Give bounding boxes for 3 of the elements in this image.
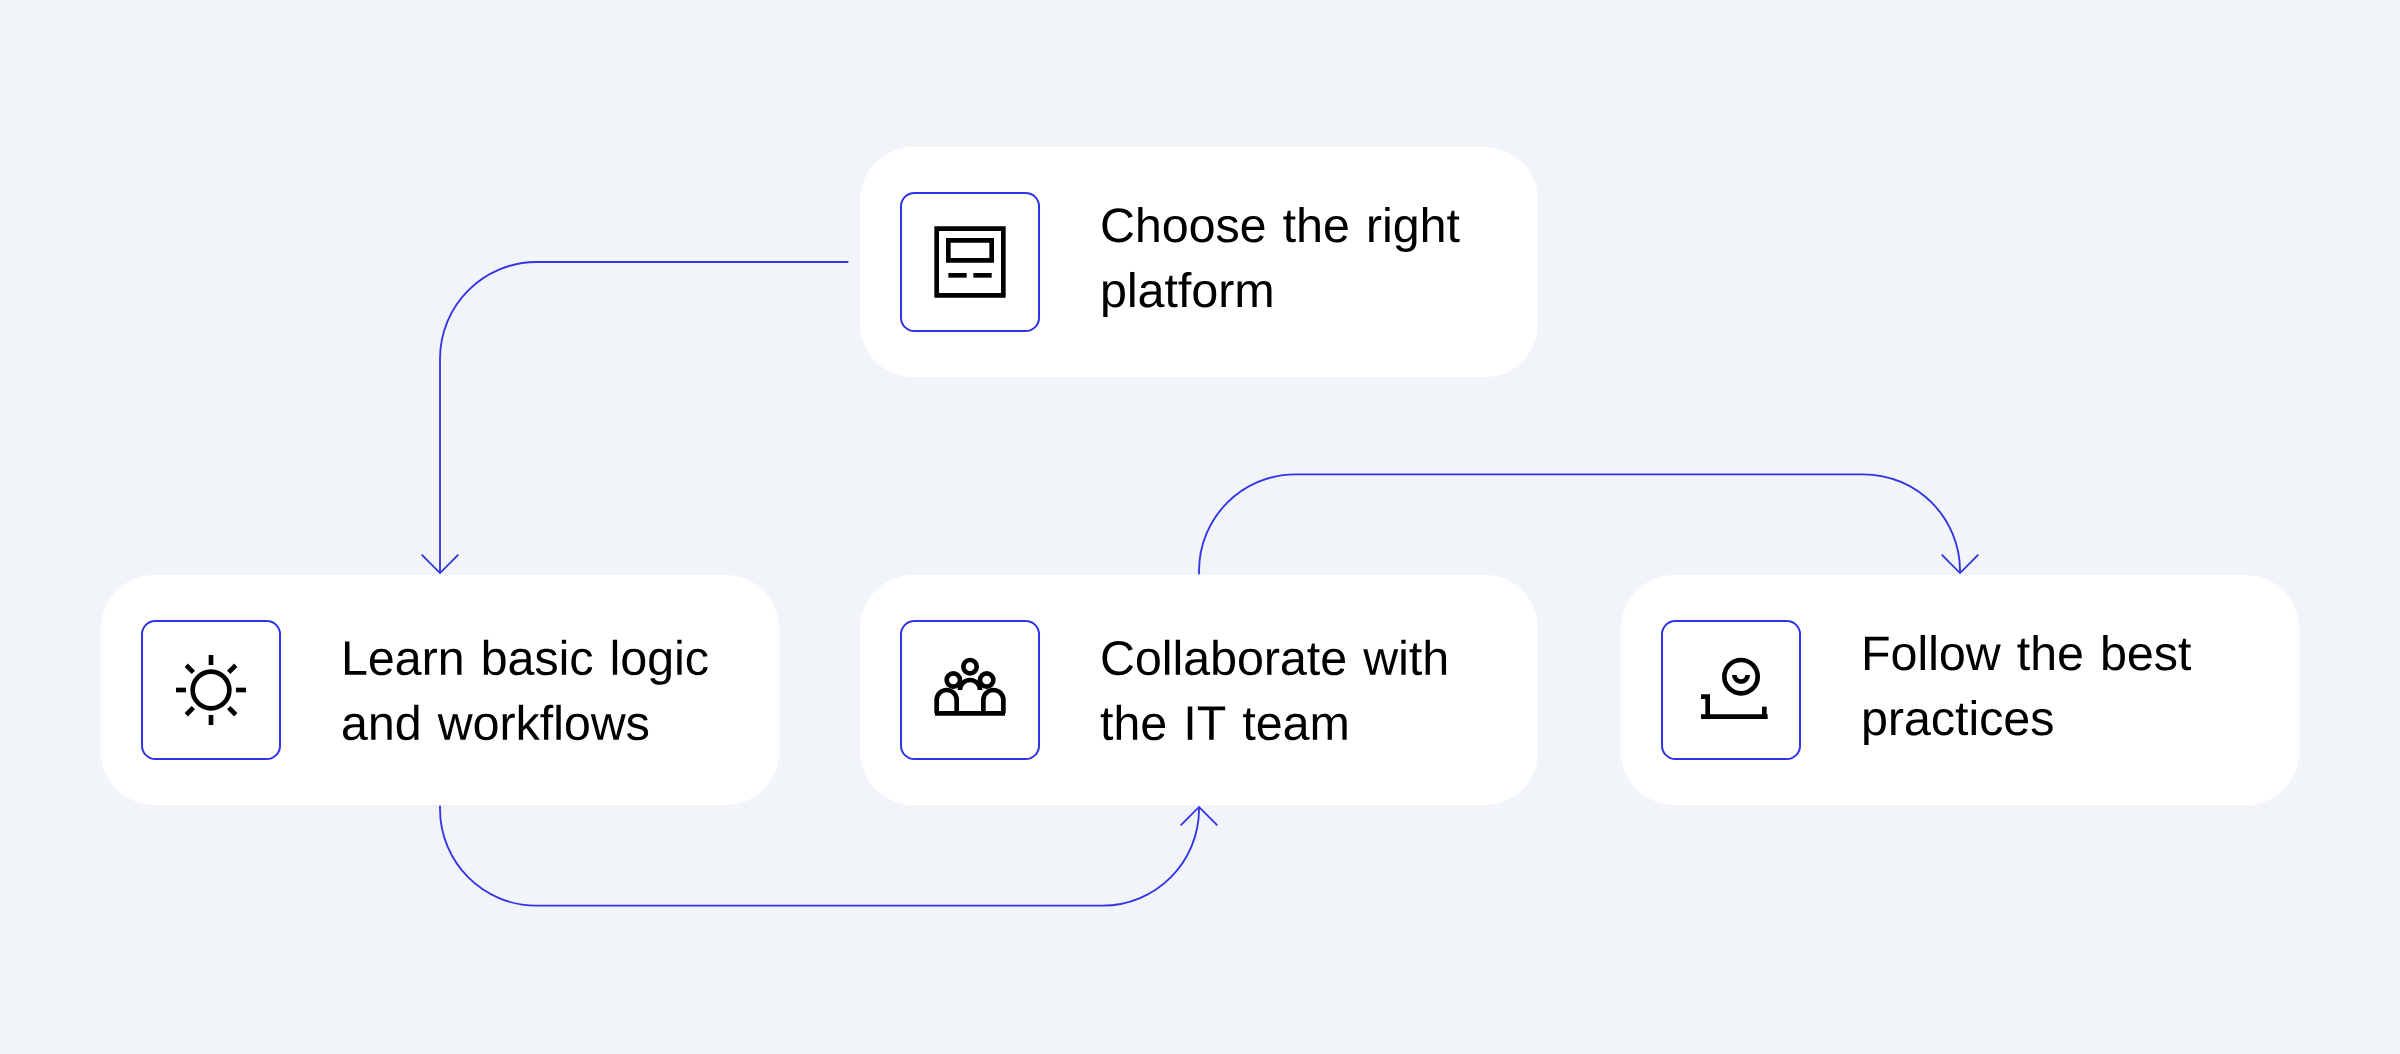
arrow xyxy=(1198,473,1980,576)
arrow xyxy=(420,261,850,575)
arrow xyxy=(439,804,1219,907)
